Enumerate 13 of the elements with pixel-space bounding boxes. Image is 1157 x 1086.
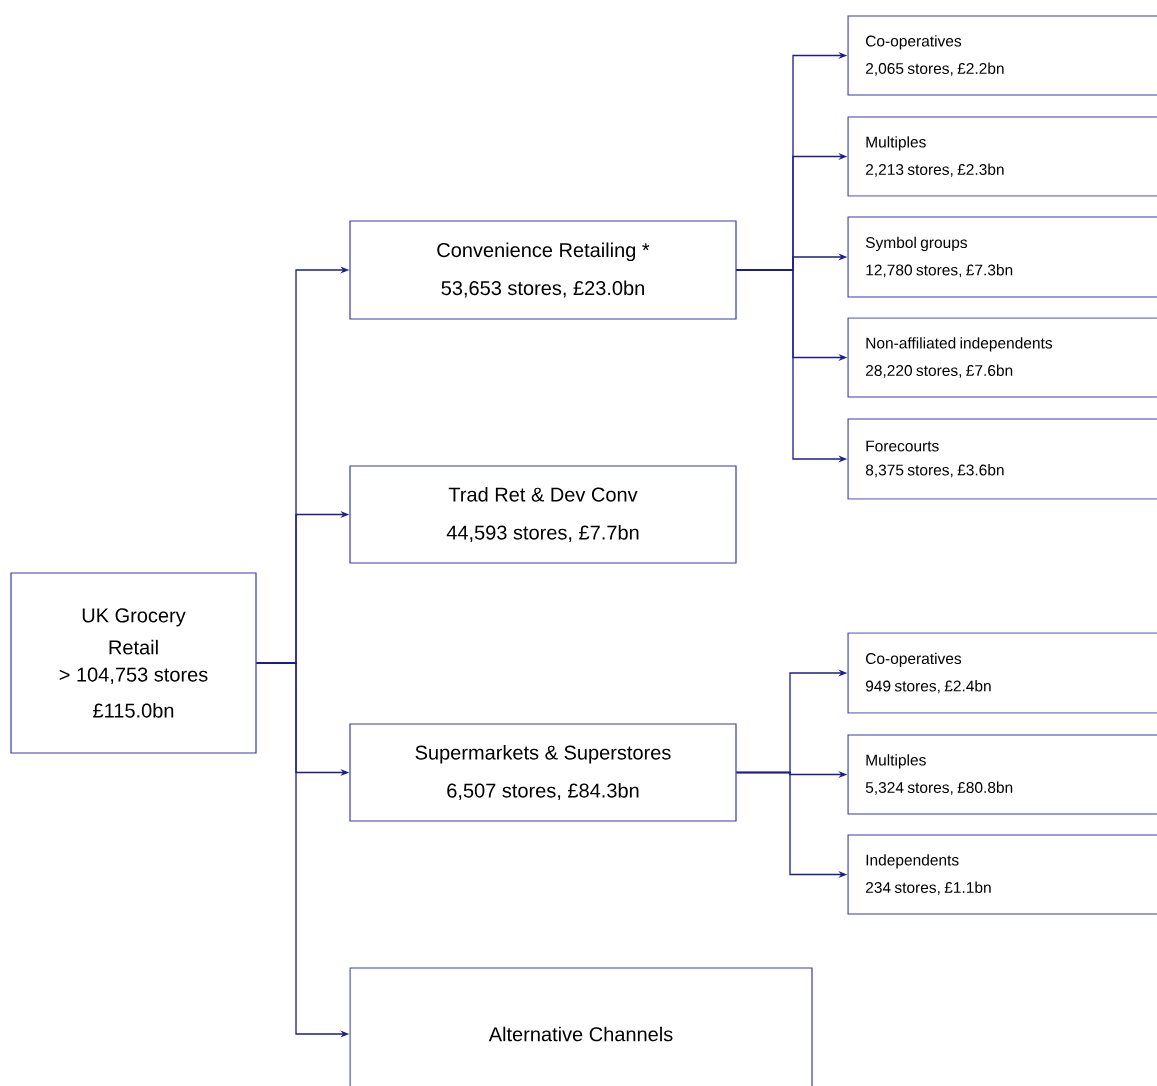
subcategory-box: Symbol groups 12,780 stores, £7.3bn <box>847 216 1157 298</box>
subcategory-box: Independents 234 stores, £1.1bn <box>847 834 1157 915</box>
subcategory-box: Multiples 5,324 stores, £80.8bn <box>847 734 1157 815</box>
subcategory-box: Co-operatives 949 stores, £2.4bn <box>847 632 1157 714</box>
category-box: Supermarkets & Superstores 6,507 stores, £84.3bn <box>349 723 737 822</box>
category-box: Convenience Retailing * 53,653 stores, £23.0bn <box>349 220 737 320</box>
subcategory-box: Forecourts 8,375 stores, £3.6bn <box>847 418 1157 500</box>
subcategory-box: Multiples 2,213 stores, £2.3bn <box>847 116 1157 197</box>
subcategory-box: Co-operatives 2,065 stores, £2.2bn <box>847 15 1157 96</box>
category-box: Trad Ret & Dev Conv 44,593 stores, £7.7bn <box>349 465 737 564</box>
root-box: UK Grocery Retail > 104,753 stores £115.0bn <box>10 572 257 754</box>
category-box: Alternative Channels <box>349 967 813 1086</box>
subcategory-box: Non-affiliated independents 28,220 stores, £7.6bn <box>847 317 1157 398</box>
